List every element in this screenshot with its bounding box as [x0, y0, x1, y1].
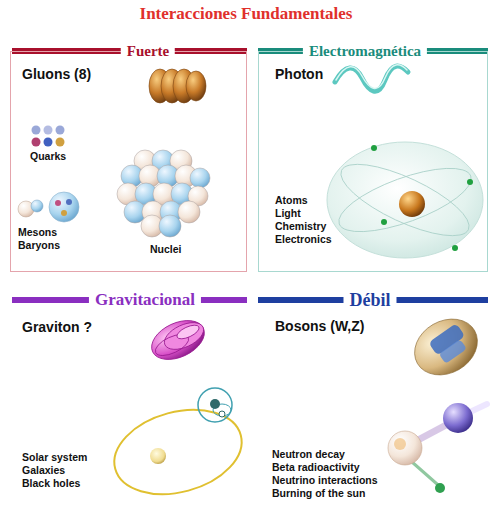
- gluon-figure: [149, 69, 206, 103]
- atom-figure: [467, 179, 473, 185]
- atom-figure: [452, 245, 458, 251]
- graviton-figure: [160, 317, 207, 355]
- phenomenon-label: Solar system: [22, 451, 87, 463]
- nucleus-figure: [178, 201, 200, 223]
- atom-figure: [332, 150, 477, 249]
- particle-label: Photon: [275, 66, 323, 82]
- phenomenon-label: Baryons: [18, 239, 60, 251]
- boson-figure: [404, 308, 487, 386]
- header-bar: [12, 48, 488, 303]
- atom-figure: [327, 142, 483, 258]
- photon-wave: [335, 65, 408, 91]
- graviton-figure: [175, 322, 201, 341]
- quark-balls: [44, 138, 53, 147]
- phenomenon-label: Neutron decay: [272, 448, 345, 460]
- graviton-figure: [145, 313, 210, 367]
- solar-system-figure: [219, 411, 225, 417]
- phenomenon-label: Black holes: [22, 477, 80, 489]
- particle-label: Graviton ?: [22, 319, 92, 335]
- phenomenon-label: Quarks: [30, 150, 66, 162]
- phenomenon-label: Light: [275, 207, 301, 219]
- solar-system-figure: [198, 388, 232, 422]
- boson-figure: [439, 339, 467, 364]
- interaction-panel: GravitacionalGraviton ?Solar systemGalax…: [10, 300, 247, 512]
- weak-decay-figure: [388, 403, 487, 493]
- nucleus-figure: [190, 168, 210, 188]
- baryon-figure: [55, 200, 61, 206]
- phenomenon-label: Mesons: [18, 226, 57, 238]
- solar-system-figure: [105, 397, 251, 508]
- gluon-figure: [186, 71, 206, 101]
- weak-decay-figure: [443, 403, 473, 433]
- quark-balls: [56, 126, 65, 135]
- solar-system-figure: [105, 388, 251, 507]
- phenomenon-label: Burning of the sun: [272, 487, 365, 499]
- interaction-panel: ElectromagnéticaPhotonAtomsLightChemistr…: [258, 51, 488, 272]
- phenomenon-label: Chemistry: [275, 220, 326, 232]
- interaction-panel: FuerteGluons (8)QuarksMesonsBaryonsNucle…: [10, 51, 247, 272]
- baryon-figure: [61, 210, 67, 216]
- baryon-figure: [49, 192, 79, 222]
- meson-figure: [31, 200, 43, 212]
- quark-balls: [44, 126, 53, 135]
- weak-decay-figure: [394, 438, 406, 450]
- interaction-panel: DébilBosons (W,Z)Neutron decayBeta radio…: [258, 300, 488, 512]
- weak-decay-figure: [412, 462, 437, 484]
- quark-balls: [32, 138, 41, 147]
- phenomenon-label: Atoms: [275, 194, 308, 206]
- quark-balls: [32, 126, 65, 147]
- diagram-title: Interacciones Fundamentales: [0, 4, 492, 24]
- phenomenon-label: Neutrino interactions: [272, 474, 378, 486]
- weak-decay-figure: [470, 404, 487, 412]
- phenomenon-label: Galaxies: [22, 464, 65, 476]
- nucleus-figure: [117, 150, 210, 237]
- phenomenon-label: Electronics: [275, 233, 332, 245]
- baryon-figure: [66, 199, 72, 205]
- solar-system-figure: [210, 399, 220, 409]
- atom-figure: [327, 142, 483, 258]
- weak-decay-figure: [418, 424, 448, 440]
- particle-label: Bosons (W,Z): [275, 318, 364, 334]
- quark-balls: [32, 126, 41, 135]
- particle-label: Gluons (8): [22, 66, 91, 82]
- solar-system-figure: [150, 448, 166, 464]
- quark-balls: [56, 138, 65, 147]
- panel-heading: Fuerte: [121, 41, 175, 61]
- panel-heading: Débil: [343, 290, 396, 310]
- boson-figure: [404, 308, 487, 386]
- atom-figure: [332, 155, 479, 244]
- phenomenon-label: Nuclei: [150, 243, 182, 255]
- baryon-figure: [49, 192, 79, 222]
- atom-figure: [381, 219, 387, 225]
- phenomenon-label: Beta radioactivity: [272, 461, 360, 473]
- graviton-figure: [145, 313, 210, 367]
- photon-wave: [336, 65, 407, 89]
- atom-figure: [399, 191, 425, 217]
- nucleus-figure: [159, 215, 181, 237]
- panel-heading: Gravitacional: [89, 290, 201, 310]
- weak-decay-figure: [435, 483, 445, 493]
- panel-heading: Electromagnética: [303, 41, 427, 61]
- meson-figure: [18, 200, 43, 217]
- weak-decay-figure: [388, 431, 422, 465]
- atom-figure: [371, 145, 377, 151]
